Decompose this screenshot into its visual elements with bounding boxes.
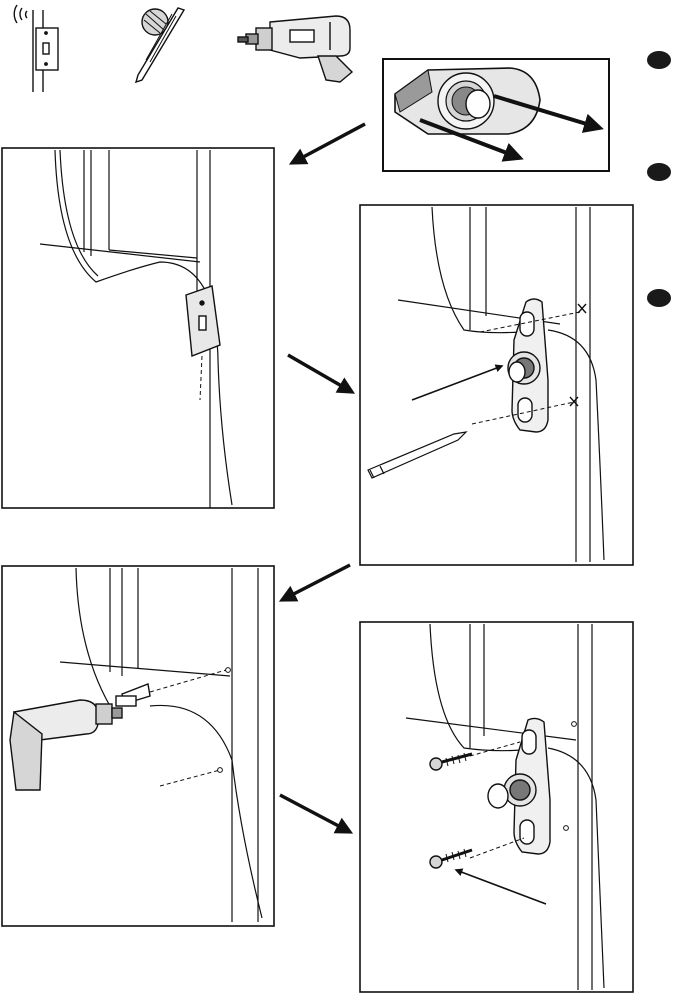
panel-step-4 [360, 622, 633, 992]
flow-arrows [280, 124, 365, 832]
drill-bit-icon [136, 8, 184, 82]
panel-step-1 [2, 148, 274, 508]
wall-switch-icon [14, 5, 58, 92]
power-drill-icon [238, 16, 352, 82]
filled-circle-marker [647, 289, 671, 307]
filled-circle-marker [647, 163, 671, 181]
rubber-bumper [466, 90, 490, 118]
side-markers [647, 51, 671, 307]
panel-step-3 [2, 566, 274, 926]
filled-circle-marker [647, 51, 671, 69]
panel-step-detail [383, 59, 609, 171]
panel-step-2 [360, 205, 633, 565]
